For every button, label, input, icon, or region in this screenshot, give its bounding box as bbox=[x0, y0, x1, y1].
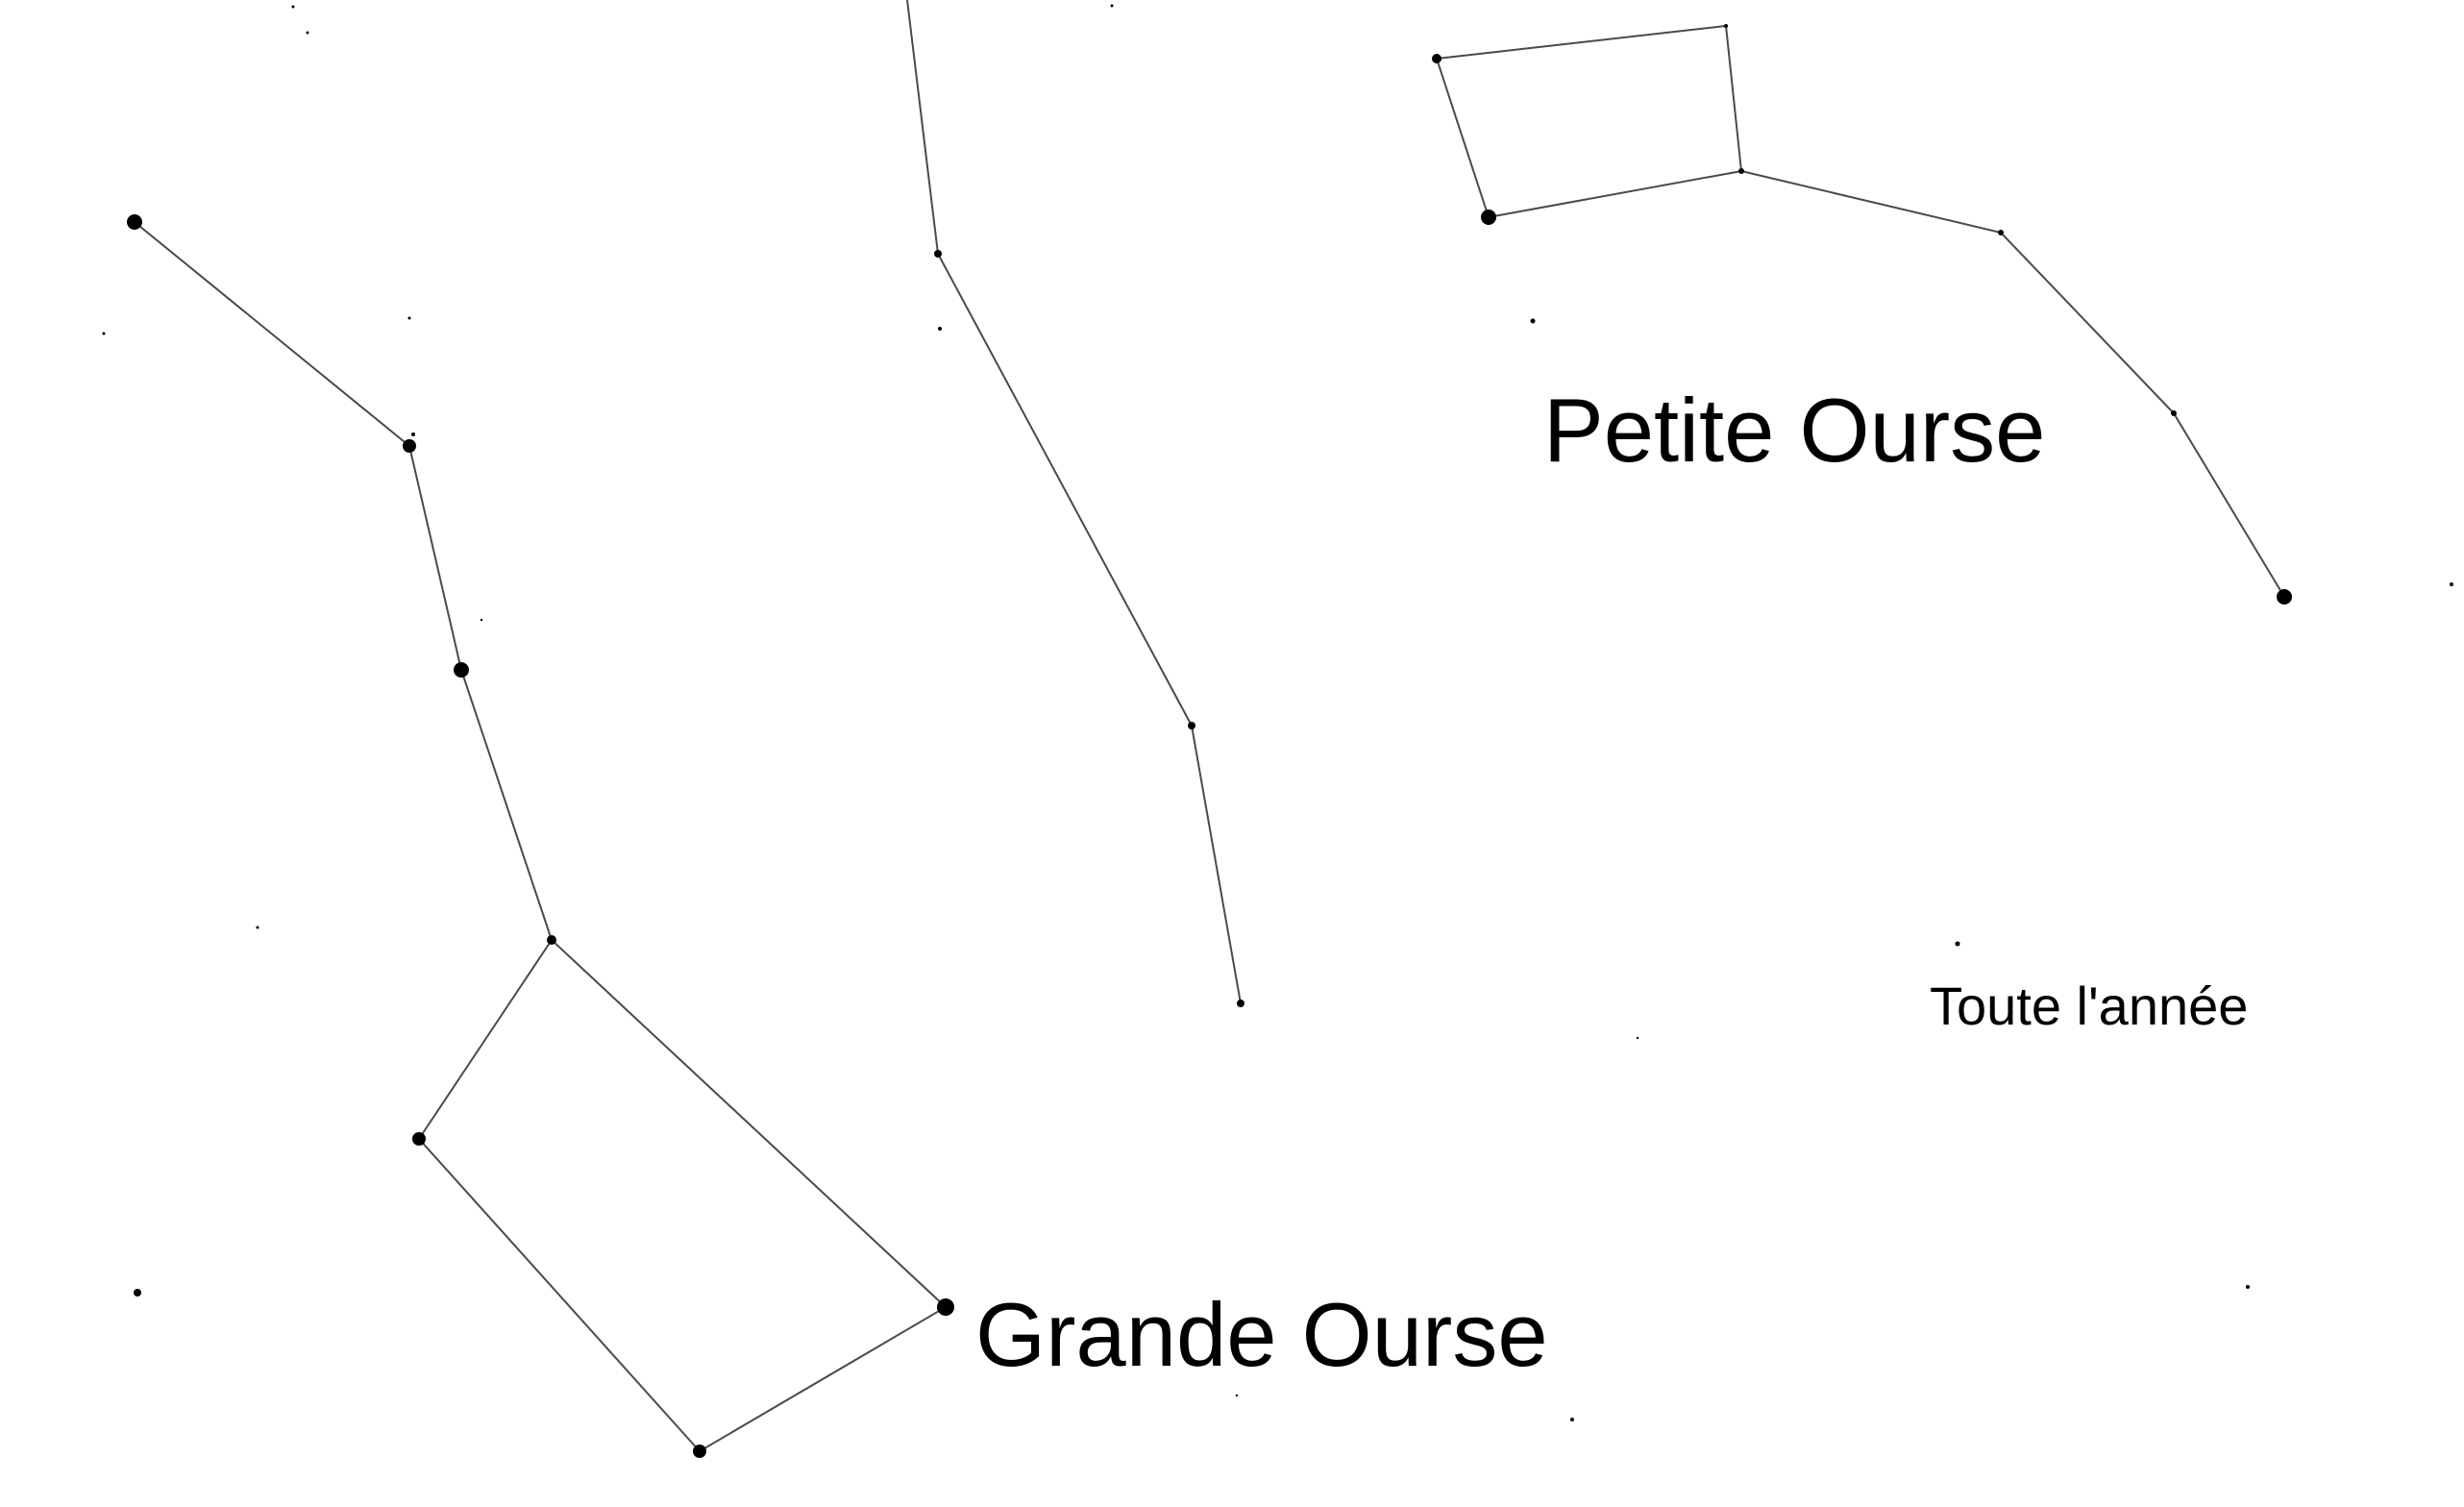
big-dipper-constellation bbox=[127, 214, 954, 1458]
middle-chain-star bbox=[1237, 1000, 1244, 1007]
background-star bbox=[1110, 4, 1114, 8]
big-dipper-star-alioth bbox=[454, 662, 469, 678]
little-dipper-bowl-line bbox=[1435, 24, 1743, 219]
little-dipper-star-kochab bbox=[1481, 210, 1496, 225]
big-dipper-label: Grande Ourse bbox=[975, 1284, 1548, 1385]
big-dipper-star-megrez bbox=[547, 935, 556, 945]
little-dipper-star bbox=[1998, 230, 2004, 235]
background-star bbox=[2450, 582, 2453, 586]
background-star bbox=[102, 332, 106, 335]
background-star bbox=[1235, 1394, 1239, 1397]
little-dipper-label: Petite Ourse bbox=[1543, 380, 2045, 481]
big-dipper-handle-line bbox=[134, 221, 553, 941]
background-star bbox=[938, 327, 942, 331]
background-star bbox=[256, 926, 259, 929]
background-star bbox=[1636, 1036, 1639, 1040]
little-dipper-handle-line bbox=[1740, 170, 2285, 598]
little-dipper-star bbox=[1724, 24, 1728, 28]
background-star bbox=[480, 618, 483, 622]
big-dipper-star-merak bbox=[693, 1445, 706, 1458]
background-star bbox=[291, 5, 295, 9]
big-dipper-star-alkaid bbox=[127, 214, 142, 230]
big-dipper-star-alcor bbox=[411, 432, 415, 436]
big-dipper-bowl-line bbox=[417, 938, 948, 1453]
middle-chain-line bbox=[906, 0, 1242, 1004]
middle-star-chain bbox=[906, 0, 1244, 1007]
background-star bbox=[407, 316, 411, 320]
background-star bbox=[1530, 318, 1536, 324]
background-star bbox=[1570, 1418, 1574, 1421]
middle-chain-star bbox=[1188, 722, 1195, 729]
middle-chain-star bbox=[934, 250, 942, 258]
background-stars bbox=[102, 4, 2453, 1421]
little-dipper-star-polaris bbox=[2277, 589, 2292, 605]
big-dipper-star-dubhe bbox=[937, 1298, 954, 1316]
background-star bbox=[306, 31, 309, 35]
big-dipper-star-mizar bbox=[403, 439, 416, 453]
season-label: Toute l'année bbox=[1930, 976, 2248, 1036]
little-dipper-star bbox=[1738, 168, 1744, 174]
little-dipper-star bbox=[1432, 54, 1441, 63]
background-star bbox=[134, 1289, 141, 1297]
little-dipper-constellation bbox=[1432, 24, 2292, 605]
big-dipper-star-phecda bbox=[412, 1132, 426, 1146]
background-star bbox=[2246, 1285, 2250, 1289]
little-dipper-star bbox=[2171, 410, 2177, 416]
background-star bbox=[1955, 941, 1960, 947]
